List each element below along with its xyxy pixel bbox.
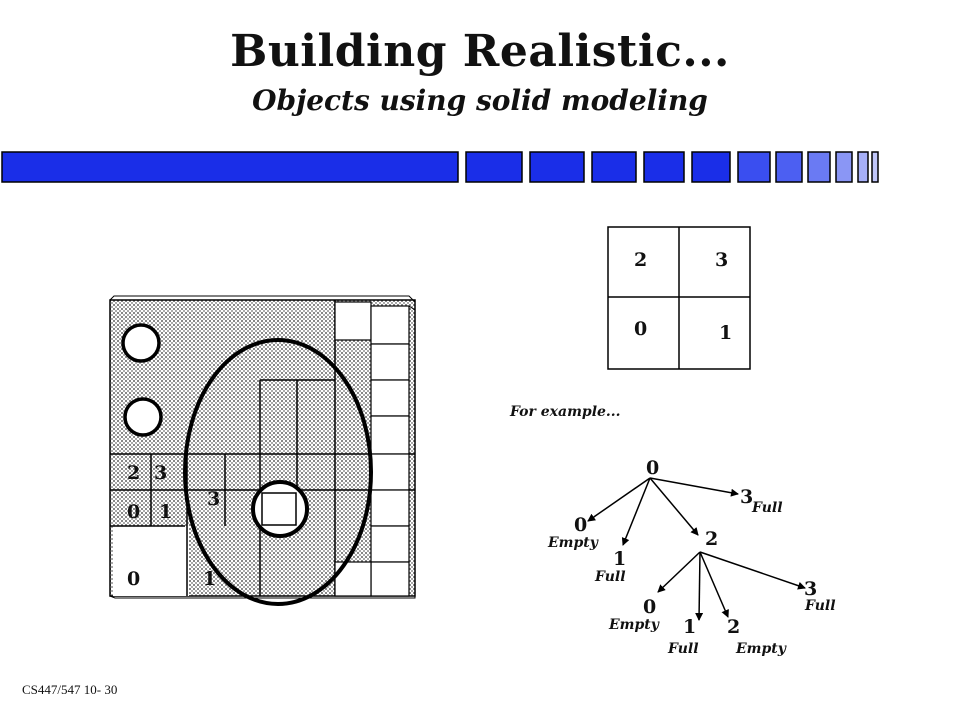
tree-root: 0 bbox=[646, 457, 659, 479]
tree-node-3-state: Full bbox=[751, 500, 783, 516]
tree-child-3: 3 bbox=[804, 578, 817, 600]
quadtree-figure: 2 3 3 0 1 0 1 bbox=[109, 295, 416, 606]
quadtree-label-3-small: 3 bbox=[154, 462, 167, 484]
quadtree-label-0-bottom: 0 bbox=[127, 568, 140, 590]
tree-node-2: 2 bbox=[705, 528, 718, 550]
small-circle-top bbox=[121, 323, 161, 363]
tree-child-2: 2 bbox=[727, 616, 740, 638]
small-circle-middle bbox=[123, 397, 163, 437]
quadtree-label-0: 0 bbox=[127, 501, 140, 523]
slide-subtitle: Objects using solid modeling bbox=[252, 84, 708, 117]
key-quadrant-3: 3 bbox=[715, 249, 728, 271]
example-caption: For example... bbox=[509, 404, 621, 420]
tree-node-3: 3 bbox=[740, 486, 753, 508]
tree-node-0: 0 bbox=[574, 514, 587, 536]
example-tree: For example... 0 0 Empty 1 Full 2 3 Full… bbox=[509, 404, 836, 657]
slide-title: Building Realistic... bbox=[230, 26, 730, 77]
large-ellipse bbox=[183, 338, 373, 606]
decorative-bar bbox=[1, 151, 879, 183]
tree-node-1-state: Full bbox=[594, 569, 626, 585]
quadtree-label-1: 1 bbox=[159, 501, 172, 523]
slide-footer: CS447/547 10- 30 bbox=[22, 682, 118, 697]
quadtree-label-3-big: 3 bbox=[207, 488, 220, 510]
tree-child-3-state: Full bbox=[804, 598, 836, 614]
tree-child-1: 1 bbox=[683, 616, 696, 638]
key-quadrant-0: 0 bbox=[634, 318, 647, 340]
quadtree-label-2: 2 bbox=[127, 462, 140, 484]
tree-child-1-state: Full bbox=[667, 641, 699, 657]
tree-child-2-state: Empty bbox=[735, 641, 787, 657]
inner-square bbox=[261, 492, 297, 526]
quadtree-label-1-bottom: 1 bbox=[203, 568, 216, 590]
tree-node-1: 1 bbox=[613, 548, 626, 570]
tree-child-0: 0 bbox=[643, 596, 656, 618]
tree-child-0-state: Empty bbox=[608, 617, 660, 633]
key-quadrant-1: 1 bbox=[719, 322, 732, 344]
key-quadrant-2: 2 bbox=[634, 249, 647, 271]
tree-node-0-state: Empty bbox=[547, 535, 599, 551]
quadrant-key: 2 3 0 1 bbox=[607, 226, 751, 370]
